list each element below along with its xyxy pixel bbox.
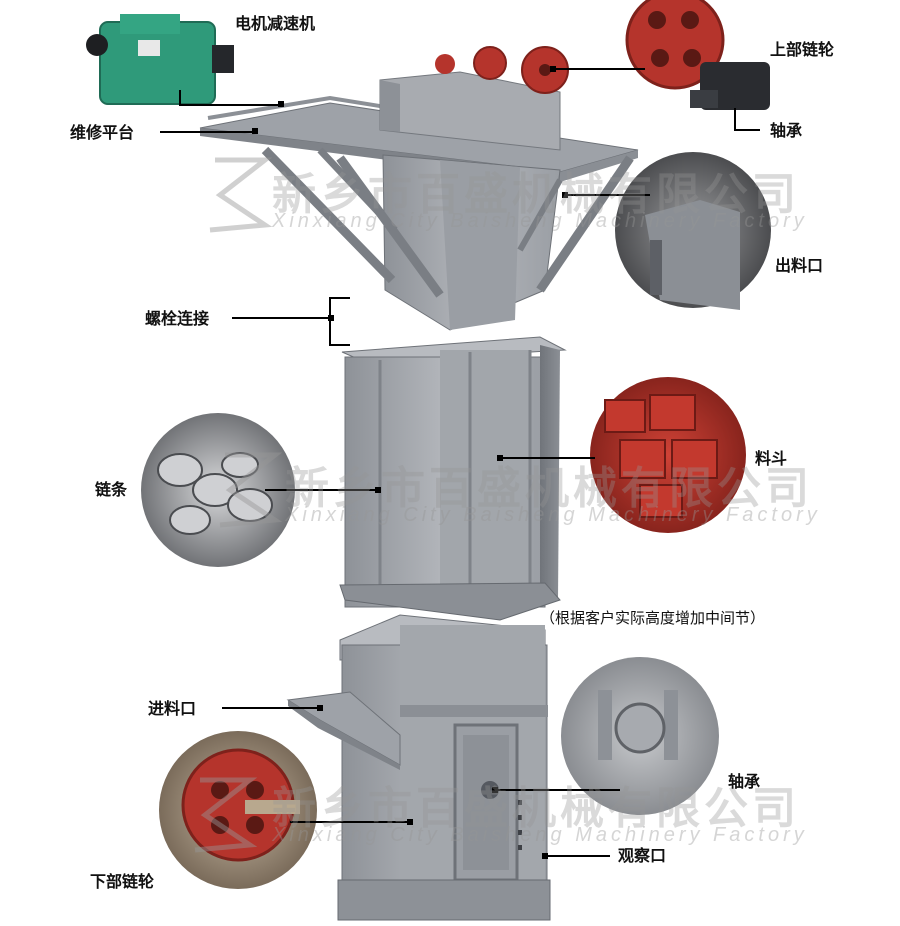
label-outlet: 出料口 <box>775 256 824 275</box>
boot-section <box>286 614 551 921</box>
watermark-cn-3: 新乡市百盛机械有限公司 <box>272 783 800 834</box>
watermark-en-2: Xinxiang City Baisheng Machinery Factory <box>285 504 821 526</box>
label-top-bearing: 轴承 <box>770 121 803 140</box>
leader-lines <box>160 68 760 857</box>
middle-section-note: （根据客户实际高度增加中间节） <box>540 609 766 627</box>
top-sprocket-photo <box>625 0 770 110</box>
label-top-sprocket: 上部链轮 <box>770 40 835 59</box>
label-bottom-bearing: 轴承 <box>728 772 761 791</box>
chain-photo <box>141 413 295 567</box>
middle-section <box>339 336 567 621</box>
leader-dots <box>252 66 568 859</box>
label-maintenance-platform: 维修平台 <box>70 123 135 142</box>
label-bucket: 料斗 <box>755 449 788 468</box>
watermark-en-3: Xinxiang City Baisheng Machinery Factory <box>272 824 808 846</box>
bucket-photo <box>590 377 746 533</box>
bottom-sprocket-photo <box>159 731 317 889</box>
label-chain: 链条 <box>95 480 128 499</box>
watermark-cn-1: 新乡市百盛机械有限公司 <box>272 169 800 220</box>
label-motor-reducer: 电机减速机 <box>235 14 316 33</box>
label-bolt-connection: 螺栓连接 <box>145 309 210 328</box>
label-observation-port: 观察口 <box>618 846 667 865</box>
watermark-logo <box>194 157 283 853</box>
bottom-bearing-photo <box>561 657 719 815</box>
watermark-en-1: Xinxiang City Baisheng Machinery Factory <box>272 210 808 232</box>
watermark-cn-2: 新乡市百盛机械有限公司 <box>285 463 813 514</box>
label-bottom-sprocket: 下部链轮 <box>90 872 155 891</box>
head-section <box>199 46 639 331</box>
outlet-photo <box>615 152 771 310</box>
label-inlet: 进料口 <box>148 699 197 718</box>
motor-reducer-photo <box>86 14 234 105</box>
